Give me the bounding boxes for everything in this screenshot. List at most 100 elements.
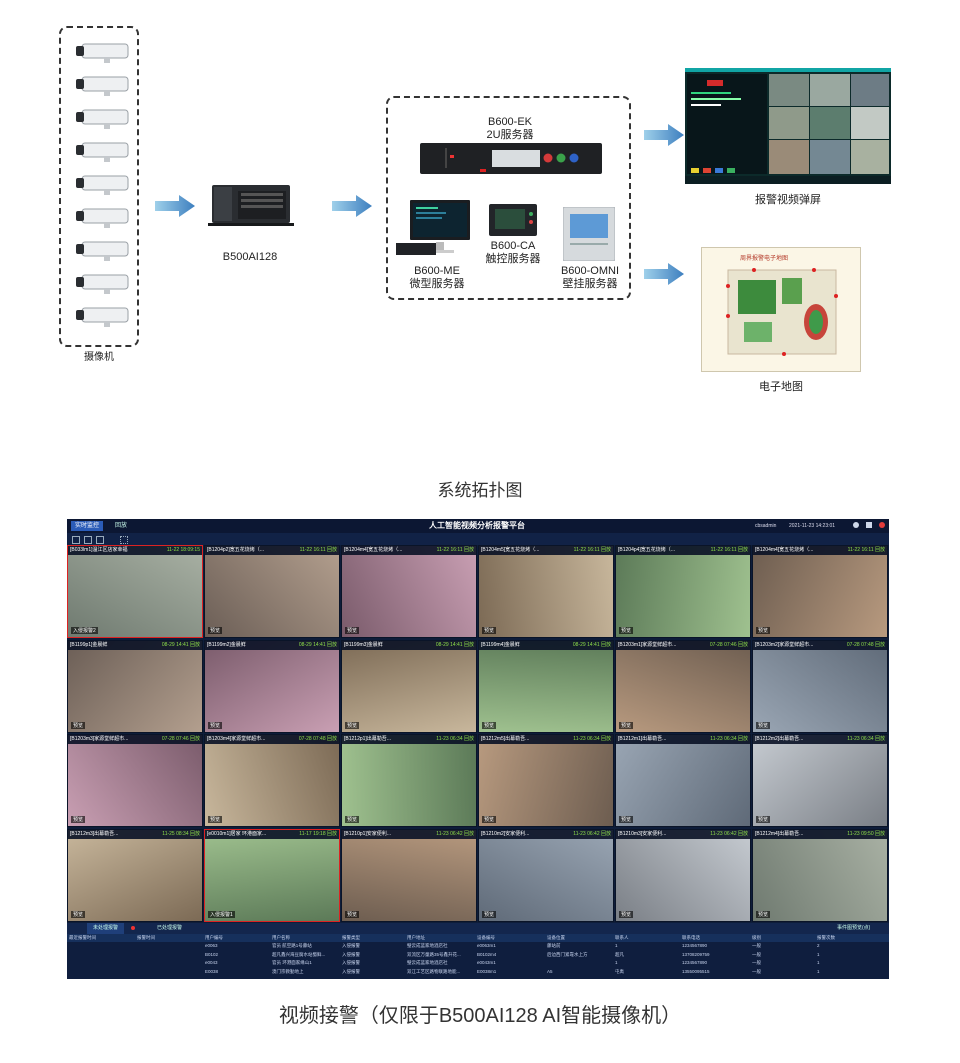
bottom-caption: 视频接警（仅限于B500AI128 AI智能摄像机） [278, 1005, 682, 1027]
video-cell-header: [B1203m4]家源堂鲜超市...07-28 07:48 回放 [205, 735, 339, 744]
video-timestamp: 07-28 07:48 回放 [846, 641, 885, 648]
me-server-image [396, 200, 470, 255]
fullscreen-icon[interactable] [120, 536, 128, 544]
table-cell: 璧云成蓝家地酒店社 [407, 960, 448, 965]
event-preview-label: 事件图预览(点) [837, 925, 871, 931]
video-cell[interactable]: [B1212m4]出幕勒吾...11-23 09:50 回放预览 [752, 828, 888, 922]
camera-name: [B1212p1]出幕勒吾... [344, 736, 391, 742]
video-cell[interactable]: [B1204m4]宽五花烧烤（...11-22 16:11 回放预览 [341, 545, 477, 638]
video-timestamp: 11-22 16:11 回放 [299, 547, 337, 553]
video-timestamp: 11-23 06:42 回放 [710, 830, 748, 837]
video-timestamp: 11-22 16:11 回放 [436, 547, 474, 553]
table-header-cell: 报警次数 [817, 935, 835, 940]
video-status-tag: 预览 [71, 721, 86, 729]
video-cell-header: [B1212m2]出幕勒吾...11-23 06:34 回放 [753, 735, 887, 744]
table-cell: A5 [547, 968, 553, 974]
map-drawing [726, 268, 838, 356]
current-datetime: 2021-11-23 14:23:01 [789, 523, 836, 529]
video-cell[interactable]: [B1210p1]安家便利...11-23 06:42 回放预览 [341, 828, 477, 922]
video-status-tag: 预览 [208, 627, 223, 634]
table-cell: 入侵报警 [342, 960, 360, 965]
table-cell: 1 [817, 968, 820, 974]
video-cell[interactable]: [e0010m1]居家 环港面家...11-17 19:18 回放入侵报警1 [204, 828, 340, 922]
table-cell: 1 [817, 960, 820, 965]
playback-tab[interactable]: 回放 [115, 523, 128, 529]
video-cell[interactable]: [B1204m4]宽五花烧烤（...11-22 16:11 回放预览 [752, 545, 888, 638]
video-cell[interactable]: [B1204p2]宽五花烧烤（...11-22 16:11 回放预览 [204, 545, 340, 638]
video-timestamp: 08-29 14:41 回放 [435, 641, 474, 648]
video-cell[interactable]: [B1199m3]金晨鲜 08-29 14:41 回放预览 [341, 639, 477, 733]
video-cell[interactable]: [B1212m2]出幕勒吾...11-23 06:34 回放预览 [752, 734, 888, 827]
video-cell[interactable]: [B1212m5]出幕勒吾...11-23 06:34 回放预览 [478, 734, 614, 827]
video-cell[interactable]: [B1204p4]宽五花烧烤（...11-22 16:11 回放预览 [615, 545, 751, 638]
table-cell: 2 [817, 943, 820, 948]
video-timestamp: 11-22 16:11 回放 [847, 547, 885, 553]
close-icon[interactable] [879, 522, 885, 528]
camera-name: [B1199m3]金晨鲜 [344, 641, 383, 648]
alarm-video-screen-image [685, 68, 891, 184]
video-status-tag: 预览 [619, 910, 634, 918]
video-status-tag: 预览 [619, 816, 634, 823]
video-cell[interactable]: [B1203m1]家源堂鲜超市...07-28 07:46 回放预览 [615, 639, 751, 733]
unhandled-alarm-tab[interactable]: 未处理报警 [87, 923, 125, 934]
camera-name: [B1210m2]安家便利... [481, 830, 530, 837]
video-status-tag: 预览 [345, 721, 360, 729]
layout-quad-icon[interactable] [96, 536, 104, 544]
video-timestamp: 11-22 16:11 回放 [573, 547, 611, 553]
video-cell-header: [B1203m1]家源堂鲜超市...07-28 07:46 回放 [616, 640, 750, 650]
video-cell-header: [B1204m4]宽五花烧烤（...11-22 16:11 回放 [753, 546, 887, 555]
video-timestamp: 11-23 06:34 回放 [847, 736, 885, 742]
video-cell[interactable]: [B1203m2]家源堂鲜超市...07-28 07:48 回放预览 [752, 639, 888, 733]
table-cell: 璧云成蓝家地酒店社 [407, 943, 448, 948]
window-icon[interactable] [866, 522, 872, 528]
video-cell[interactable]: [B1212m1]出幕勒吾...11-23 06:34 回放预览 [615, 734, 751, 827]
video-cell[interactable]: [B1210m2]安家便利...11-23 06:42 回放预览 [478, 828, 614, 922]
video-status-tag: 入侵报警1 [208, 910, 235, 918]
table-cell: 后边西门紧靠水上方 [547, 951, 588, 957]
video-cell[interactable]: [B1210m3]安家便利...11-23 06:42 回放预览 [615, 828, 751, 922]
camera-icon [76, 109, 129, 129]
layout-grid-icon[interactable] [72, 536, 80, 544]
video-status-tag: 预览 [756, 816, 771, 823]
table-cell: 1 [615, 960, 618, 965]
video-cell[interactable]: [B1212m3]出幕勒吾...11-25 08:34 回放预览 [67, 828, 203, 922]
video-status-tag: 预览 [482, 721, 497, 729]
video-cell[interactable]: [B1212p1]出幕勒吾...11-23 06:34 回放预览 [341, 734, 477, 827]
video-timestamp: 11-17 19:18 回放 [299, 830, 337, 837]
video-cell-header: [B1203m2]家源堂鲜超市...07-28 07:48 回放 [753, 640, 887, 650]
camera-name: [B1212m3]出幕勒吾... [70, 830, 119, 837]
video-cell-header: [B1212m3]出幕勒吾...11-25 08:34 回放 [68, 829, 202, 839]
video-cell[interactable]: [B1204m5]宽五花烧烤（...11-22 16:11 回放预览 [478, 545, 614, 638]
camera-name: [B1203m4]家源堂鲜超市... [207, 736, 266, 742]
camera-group-box [59, 26, 139, 347]
handled-alarm-tab[interactable]: 已处理报警 [157, 925, 183, 931]
video-status-tag: 预览 [345, 816, 360, 823]
table-cell: 双江工艺区路物联路地能... [407, 968, 461, 974]
camera-name: [B1212m1]出幕勒吾... [618, 736, 667, 742]
settings-icon[interactable] [853, 522, 859, 528]
current-user: cbsadmin [755, 523, 777, 529]
table-cell: B0102m4 [477, 951, 497, 957]
camera-icon [76, 76, 129, 96]
me-label-2: 微型服务器 [409, 278, 465, 290]
cameras-label: 摄像机 [84, 352, 114, 363]
video-cell-header: [B1204p2]宽五花烧烤（...11-22 16:11 回放 [205, 546, 339, 555]
video-cell[interactable]: [B1203m3]家源堂鲜超市...07-28 07:46 回放预览 [67, 734, 203, 827]
video-alarm-platform-screenshot: 实时监控 回放 人工智能视频分析报警平台 cbsadmin 2021-11-23… [67, 519, 889, 979]
video-cell[interactable]: [B1203m4]家源堂鲜超市...07-28 07:48 回放预览 [204, 734, 340, 827]
video-status-tag: 预览 [345, 910, 360, 918]
live-monitor-tab[interactable]: 实时监控 [71, 521, 104, 531]
table-header-cell: 联系电话 [682, 935, 700, 940]
layout-single-icon[interactable] [84, 536, 92, 544]
table-cell: 一般 [752, 960, 761, 965]
